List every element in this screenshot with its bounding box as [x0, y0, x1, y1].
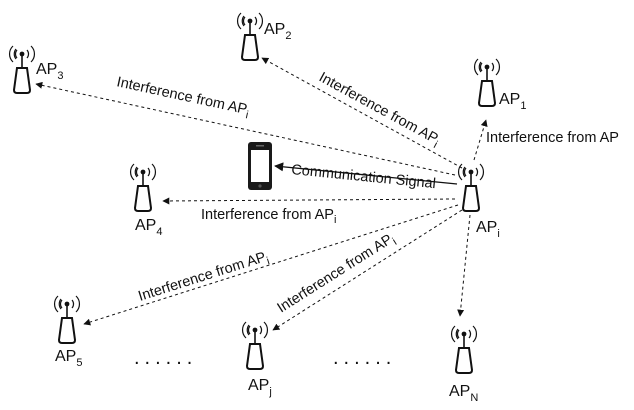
- label-to-ap5: Interference from APi: [136, 249, 271, 308]
- ap4-tower-icon: [129, 163, 157, 212]
- edges: [35, 57, 488, 331]
- label-to-ap1: Interference from AP: [486, 130, 619, 146]
- arrow-to-ap1: [473, 119, 488, 161]
- label-to-ap2: Interference from APi: [315, 69, 443, 151]
- arrow-to-apn: [457, 214, 471, 317]
- edge-labels: Interference from APi Interference from …: [115, 69, 619, 316]
- ap5-tower-icon: [53, 295, 81, 344]
- smartphone-icon: [248, 142, 272, 190]
- apj-label: APj: [248, 377, 272, 398]
- api-tower-icon: [457, 163, 485, 212]
- ap-towers: [8, 12, 501, 374]
- label-to-ap3: Interference from APi: [115, 74, 251, 121]
- ap3-tower-icon: [8, 45, 36, 94]
- ap1-label: AP1: [499, 91, 526, 112]
- arrow-to-ap4: [162, 197, 456, 205]
- node-labels: AP2 AP3 AP1 AP4 APi AP5 APj APN: [36, 21, 526, 404]
- apn-tower-icon: [450, 325, 478, 374]
- ap2-tower-icon: [236, 12, 264, 61]
- arrow-to-apj: [272, 209, 463, 331]
- ap2-label: AP2: [264, 21, 291, 42]
- apj-tower-icon: [241, 321, 269, 370]
- label-communication: Communication Signal: [291, 162, 437, 192]
- ellipsis-right: ......: [333, 347, 396, 369]
- ap3-label: AP3: [36, 61, 63, 82]
- ap5-label: AP5: [55, 348, 82, 369]
- ap1-tower-icon: [473, 58, 501, 107]
- ellipsis-left: ......: [134, 347, 197, 369]
- arrow-to-ap2: [261, 57, 463, 169]
- ap4-label: AP4: [135, 217, 162, 238]
- apn-label: APN: [449, 383, 478, 404]
- arrow-communication: [274, 162, 458, 185]
- api-label: APi: [476, 219, 500, 240]
- label-to-ap4: Interference from APi: [201, 207, 336, 226]
